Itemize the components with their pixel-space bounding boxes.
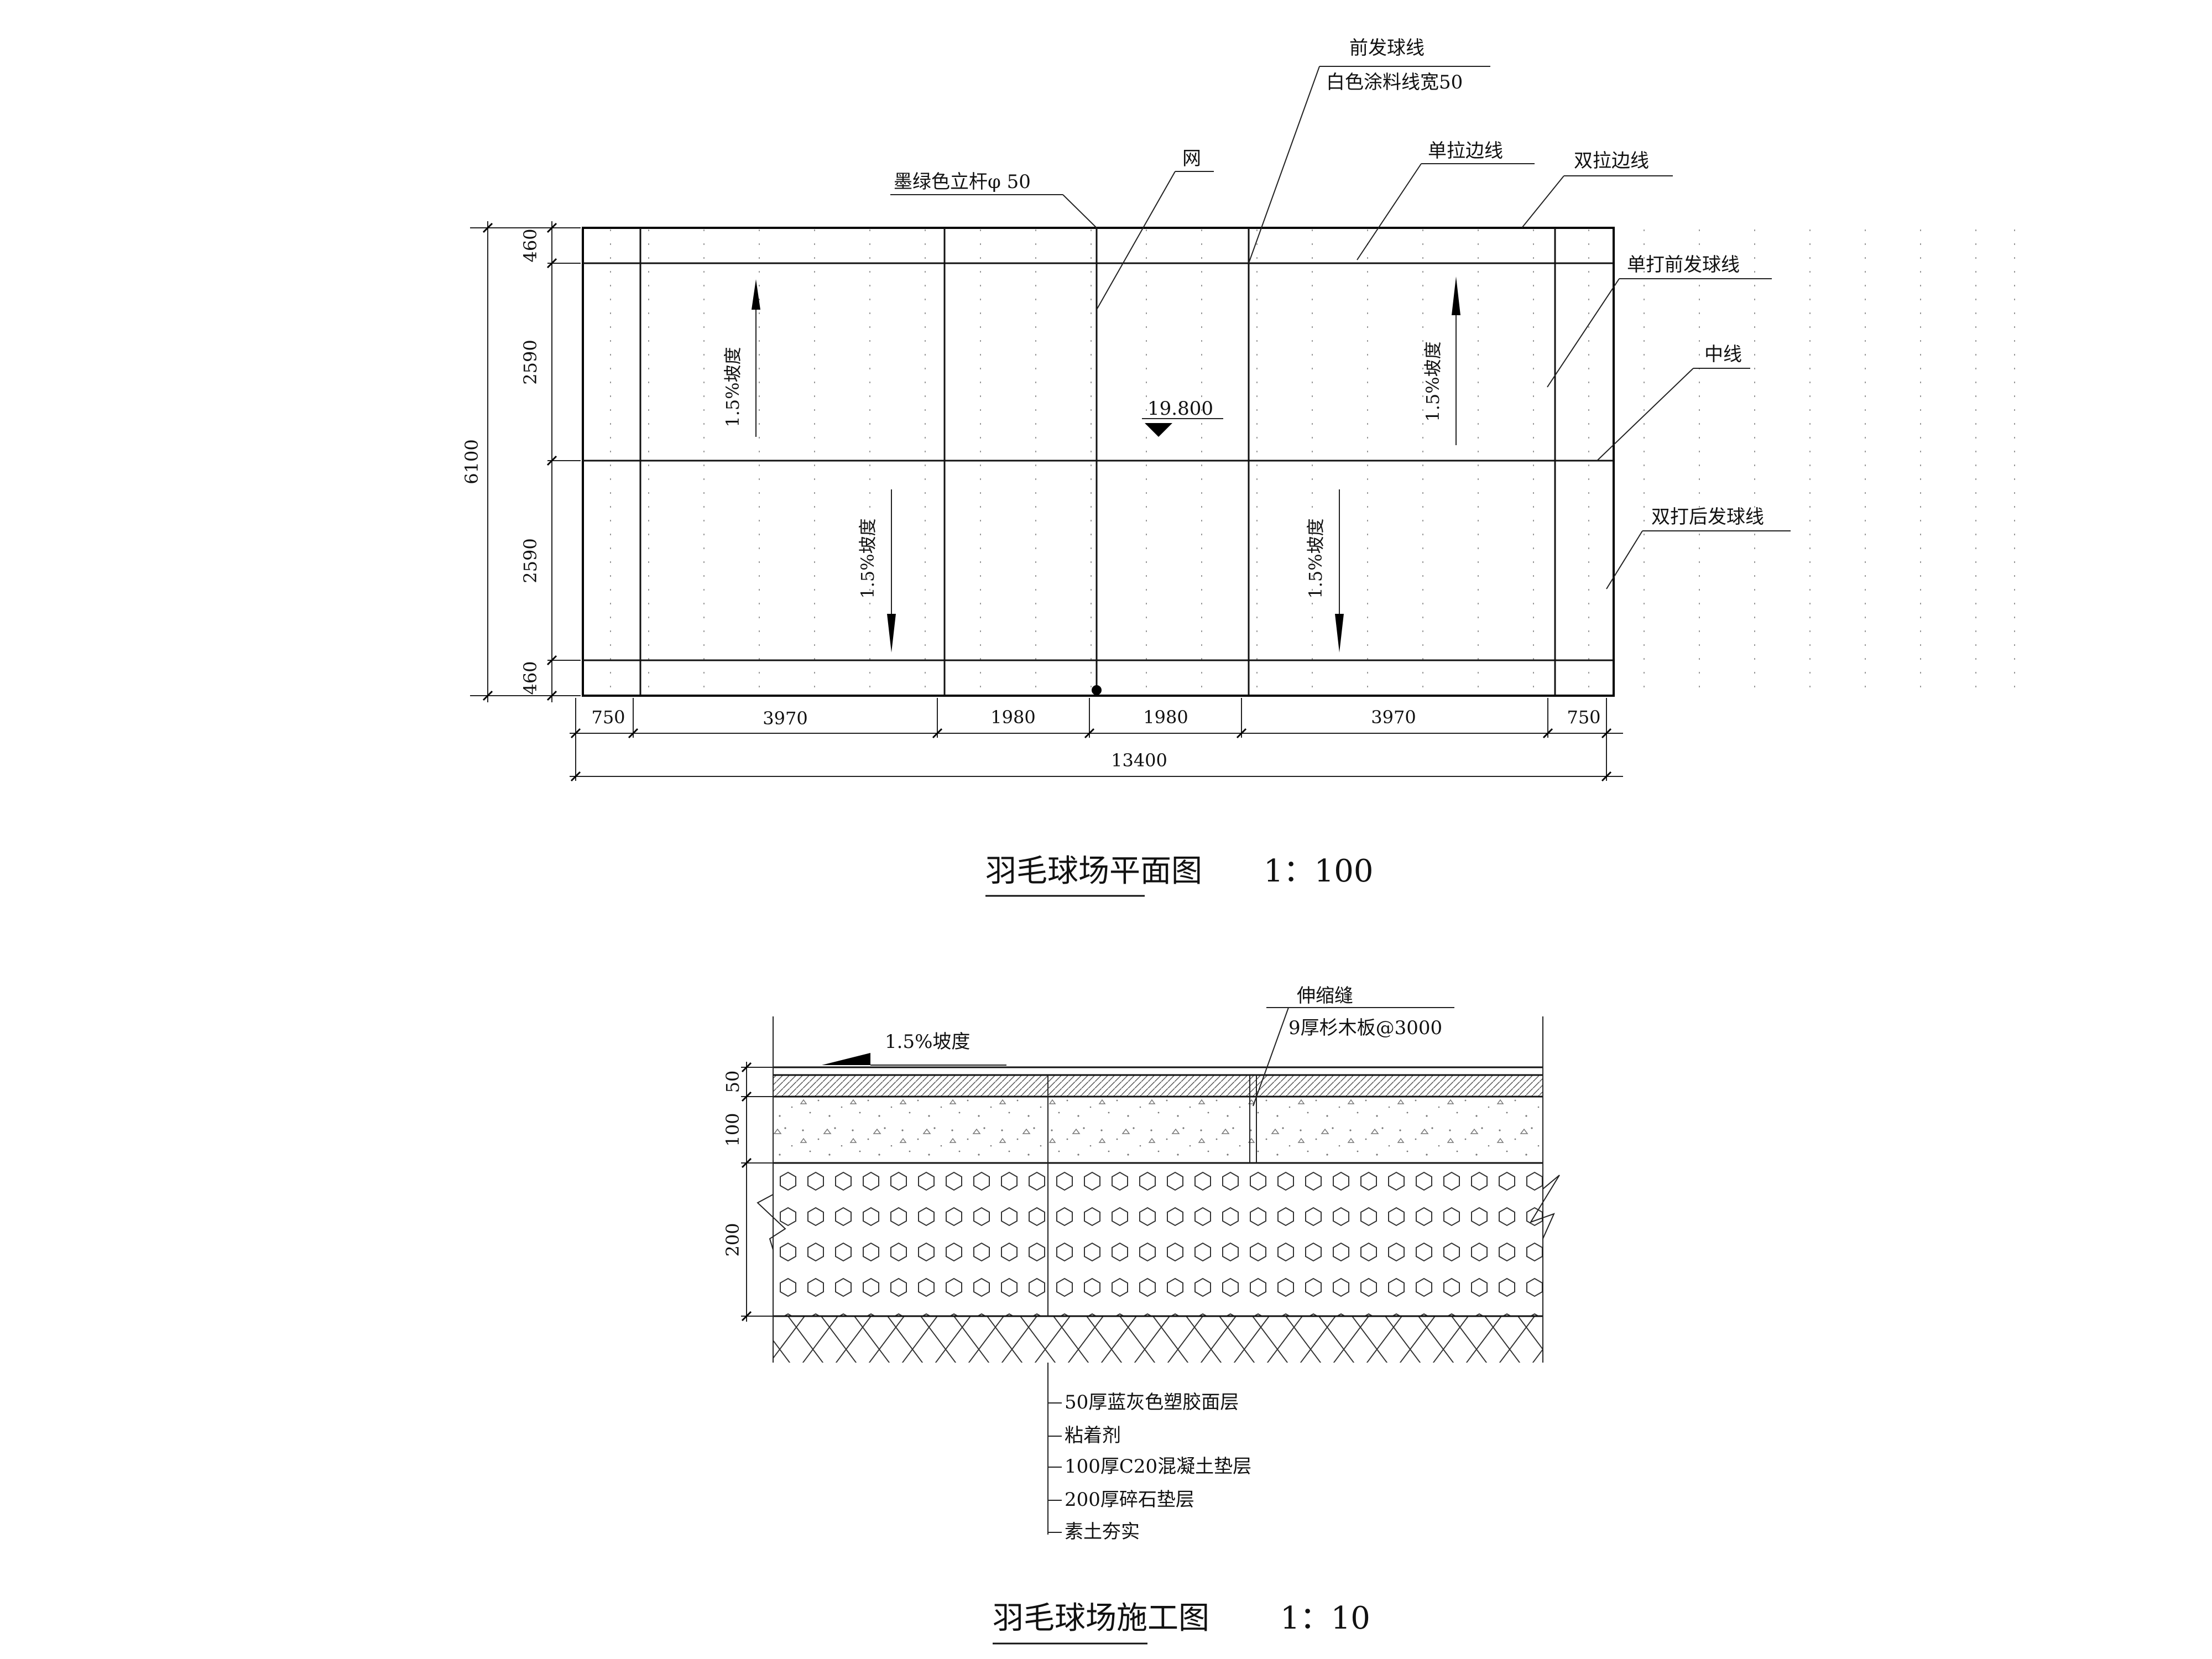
single-side-line-label: 单拉边线 bbox=[1428, 140, 1503, 162]
soil-layer bbox=[773, 1316, 1543, 1363]
court-plan: 1.5%坡度 1.5%坡度 1.5%坡度 1.5%坡度 19.800 墨绿色立杆… bbox=[461, 37, 2015, 897]
dim-v-3: 460 bbox=[520, 661, 541, 695]
front-service-line-label: 前发球线 bbox=[1349, 37, 1425, 59]
slope-label-1: 1.5%坡度 bbox=[722, 347, 743, 427]
section-scale: 1：10 bbox=[1280, 1600, 1370, 1636]
dim-h-5: 750 bbox=[1567, 707, 1600, 728]
section-dim-0: 50 bbox=[722, 1071, 743, 1093]
center-line-label: 中线 bbox=[1704, 343, 1742, 366]
plan-title: 羽毛球场平面图 bbox=[985, 853, 1202, 889]
rubber-surface-layer bbox=[773, 1075, 1543, 1097]
dim-v-total: 6100 bbox=[461, 439, 482, 484]
horizontal-dimensions: 750 3970 1980 1980 3970 750 13400 bbox=[570, 698, 1623, 782]
double-side-line-label: 双拉边线 bbox=[1574, 150, 1649, 172]
layer-label-1: 粘着剂 bbox=[1065, 1425, 1121, 1447]
dim-h-3: 1980 bbox=[1143, 707, 1188, 728]
elevation-marker: 19.800 bbox=[1142, 398, 1223, 437]
net-post bbox=[1092, 685, 1102, 695]
section-slope-label: 1.5%坡度 bbox=[885, 1031, 970, 1053]
layer-label-3: 200厚碎石垫层 bbox=[1065, 1489, 1194, 1511]
slope-label-4: 1.5%坡度 bbox=[1305, 518, 1326, 598]
break-mark-right bbox=[1529, 1163, 1560, 1316]
dim-h-2: 1980 bbox=[990, 707, 1035, 728]
paint-spec-label: 白色涂料线宽50 bbox=[1326, 71, 1463, 93]
vertical-dimensions: 460 2590 2590 460 6100 bbox=[461, 221, 581, 702]
slope-label-2: 1.5%坡度 bbox=[857, 518, 878, 598]
plan-scale: 1：100 bbox=[1264, 853, 1374, 889]
single-front-service-label: 单打前发球线 bbox=[1627, 254, 1740, 276]
dim-v-0: 460 bbox=[520, 228, 541, 262]
plan-callouts: 墨绿色立杆φ 50 网 前发球线 白色涂料线宽50 单拉边线 双拉边线 单打前发… bbox=[890, 37, 1791, 589]
dim-h-1: 3970 bbox=[763, 708, 807, 729]
section-dim-1: 100 bbox=[722, 1113, 743, 1146]
gravel-layer bbox=[773, 1163, 1543, 1316]
joint-spec: 9厚杉木板@3000 bbox=[1288, 1017, 1442, 1039]
dim-h-total: 13400 bbox=[1111, 750, 1167, 771]
dim-h-0: 750 bbox=[591, 707, 625, 728]
layer-label-0: 50厚蓝灰色塑胶面层 bbox=[1065, 1391, 1239, 1413]
post-label: 墨绿色立杆φ 50 bbox=[894, 171, 1031, 193]
joint-label: 伸缩缝 bbox=[1297, 985, 1353, 1007]
break-mark-left bbox=[757, 1163, 786, 1316]
section-dim-2: 200 bbox=[722, 1223, 743, 1256]
slope-label-3: 1.5%坡度 bbox=[1422, 341, 1443, 421]
elevation-value: 19.800 bbox=[1147, 398, 1213, 420]
concrete-layer bbox=[773, 1097, 1543, 1163]
layer-label-2: 100厚C20混凝土垫层 bbox=[1065, 1455, 1251, 1478]
layer-callouts: 50厚蓝灰色塑胶面层 粘着剂 100厚C20混凝土垫层 200厚碎石垫层 素土夯… bbox=[1047, 1363, 1251, 1543]
court-surface-texture bbox=[610, 229, 2015, 694]
plan-title-block: 羽毛球场平面图 1：100 bbox=[985, 853, 1374, 897]
double-back-service-label: 双打后发球线 bbox=[1651, 506, 1764, 528]
slope-arrows: 1.5%坡度 1.5%坡度 1.5%坡度 1.5%坡度 bbox=[722, 276, 1460, 653]
construction-section: 1.5%坡度 伸缩缝 9厚杉木板@3000 50 100 200 bbox=[722, 985, 1560, 1645]
dim-v-2: 2590 bbox=[520, 538, 541, 583]
dim-h-4: 3970 bbox=[1371, 707, 1416, 728]
net-label: 网 bbox=[1182, 148, 1201, 170]
section-title: 羽毛球场施工图 bbox=[993, 1600, 1209, 1636]
dim-v-1: 2590 bbox=[520, 340, 541, 384]
section-dimensions: 50 100 200 bbox=[722, 1062, 773, 1322]
section-title-block: 羽毛球场施工图 1：10 bbox=[993, 1600, 1370, 1645]
court-lines bbox=[582, 227, 1615, 697]
layer-label-4: 素土夯实 bbox=[1065, 1521, 1140, 1543]
